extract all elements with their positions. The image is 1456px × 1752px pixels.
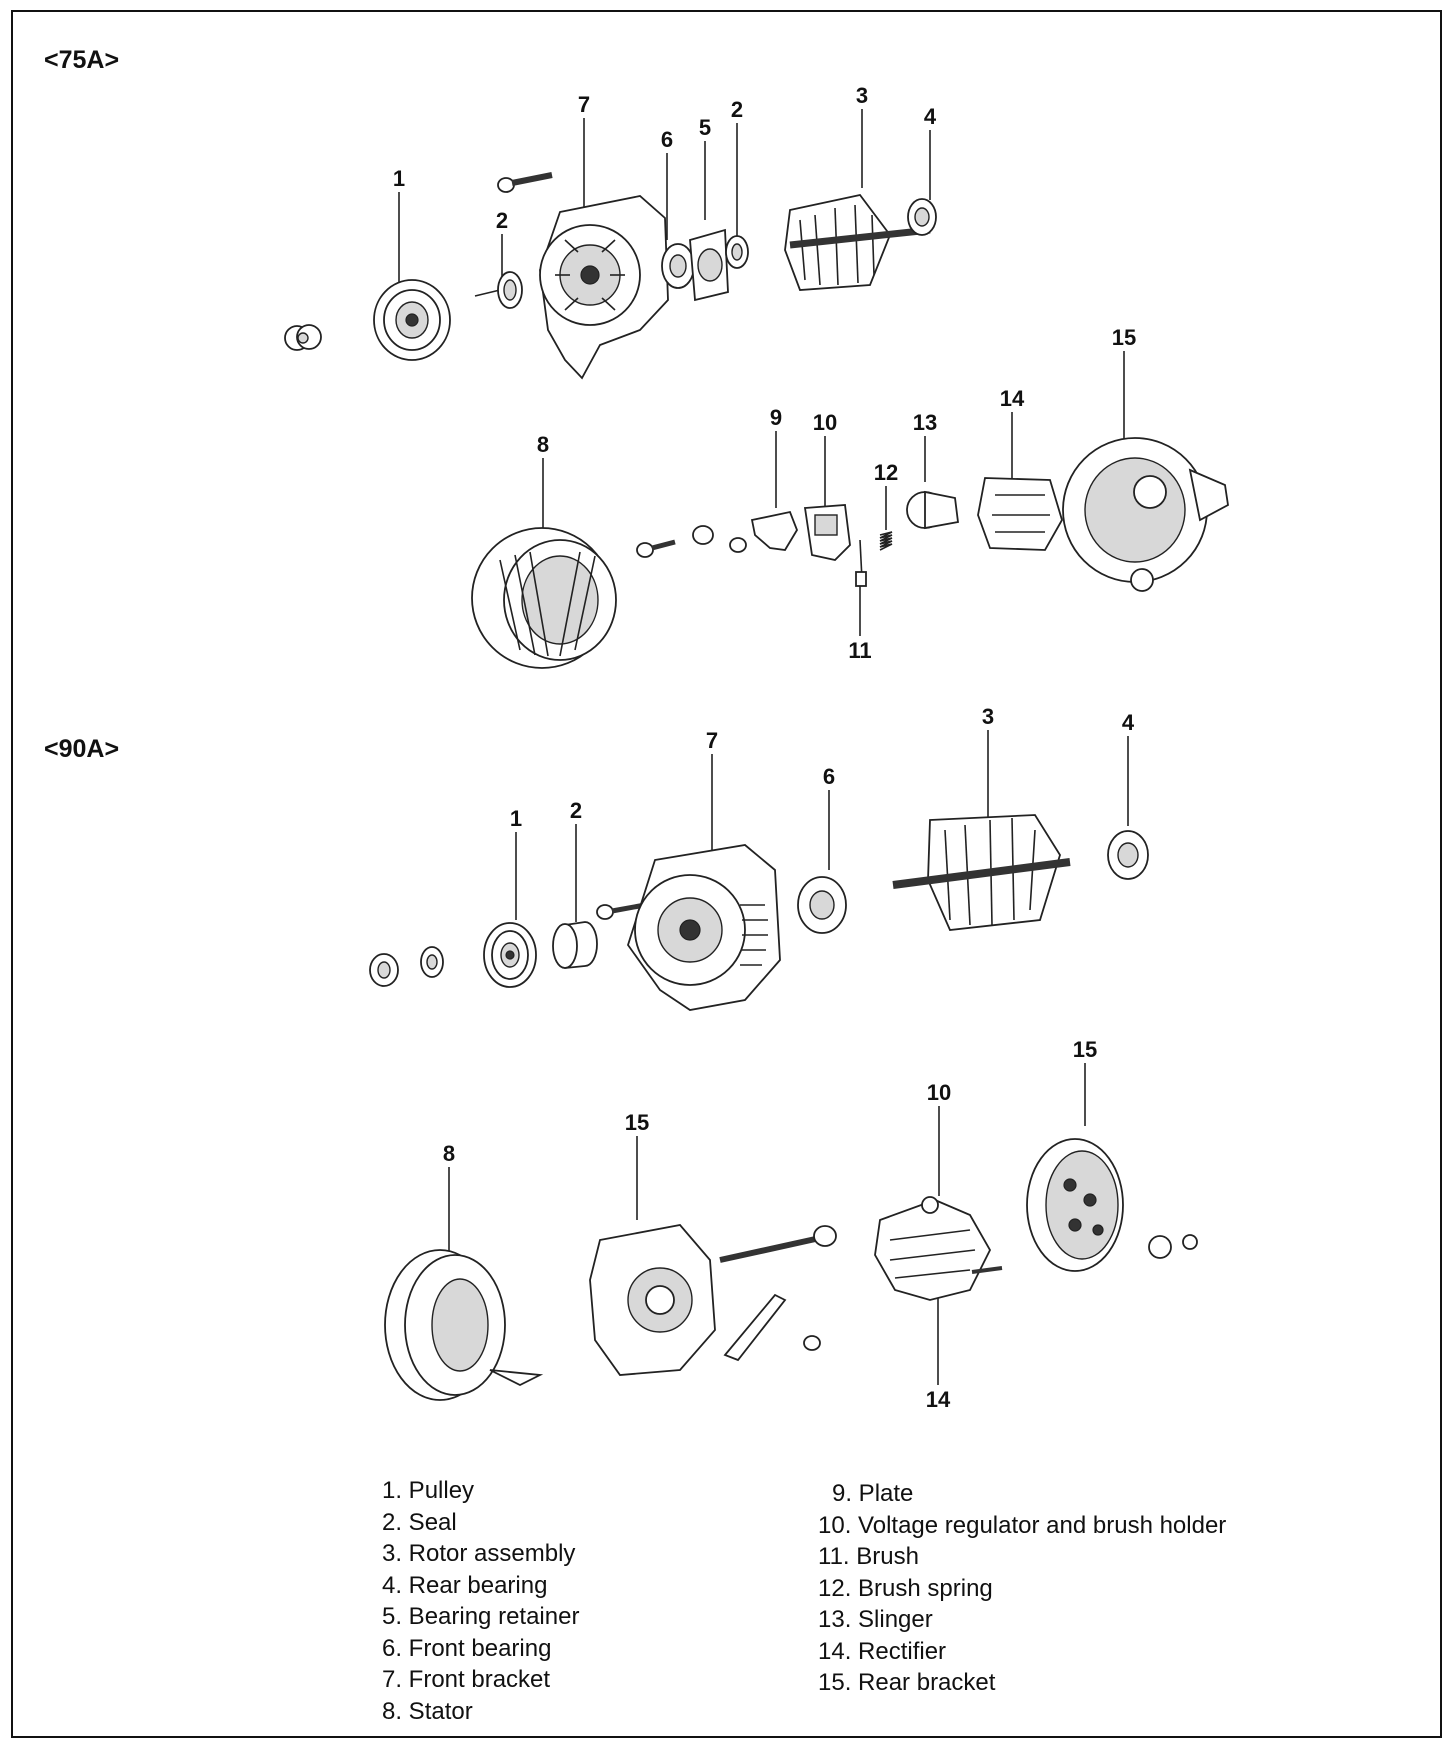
legend-item-9: 9. Plate	[832, 1480, 914, 1507]
section-title-75a: <75A>	[44, 46, 119, 74]
callout-90a-8: 8	[443, 1141, 455, 1166]
bolt-75a	[497, 172, 553, 193]
callout-90a-14: 14	[926, 1387, 951, 1412]
leader-lines-75a	[398, 109, 1125, 636]
legend-item-14: 14. Rectifier	[818, 1637, 947, 1665]
rear-bracket-90a-a	[589, 1224, 837, 1376]
legend-right: 9. Plate 10. Voltage regulator and brush…	[818, 1478, 1226, 1699]
legend-item-13: 13. Slinger	[818, 1606, 933, 1633]
brush-spring-75a	[879, 531, 893, 551]
callout-75a-3: 3	[856, 83, 868, 108]
callout-90a-7: 7	[706, 728, 718, 753]
callout-90a-10: 10	[927, 1080, 951, 1105]
front-bracket-75a	[539, 195, 669, 380]
plate-75a	[750, 510, 798, 551]
rectifier-75a	[977, 477, 1063, 551]
rotor-75a	[784, 193, 937, 291]
stator-90a	[384, 1249, 544, 1401]
callout-90a-6: 6	[823, 764, 835, 789]
legend-item-3: 3. Rotor assembly	[382, 1540, 576, 1567]
section-title-90a: <90A>	[44, 735, 119, 763]
figure-border	[11, 10, 1442, 1738]
legend-item-1: 1. Pulley	[382, 1477, 475, 1504]
callout-75a-13: 13	[913, 410, 937, 435]
front-bearing-90a	[797, 876, 847, 934]
callout-75a-10: 10	[813, 410, 837, 435]
legend-item-11: 11. Brush	[818, 1543, 919, 1570]
callout-75a-8: 8	[537, 432, 549, 457]
slinger-75a	[906, 490, 959, 530]
snap-ring-75a	[284, 324, 322, 351]
legend-item-7: 7. Front bracket	[382, 1666, 551, 1693]
rear-bearing-90a	[1107, 830, 1149, 880]
legend-item-4: 4. Rear bearing	[382, 1571, 548, 1599]
front-bracket-90a	[627, 844, 781, 1011]
legend-left: 1. Pulley 2. Seal 3. Rotor assembly 4. R…	[382, 1475, 579, 1727]
rectifier-90a	[874, 1196, 1003, 1301]
callout-75a-11: 11	[848, 638, 871, 663]
legend-item-5: 5. Bearing retainer	[382, 1603, 580, 1630]
callout-90a-2: 2	[570, 798, 582, 823]
rear-bracket-90a-b	[1026, 1138, 1198, 1272]
callout-75a-14: 14	[1000, 386, 1025, 411]
callout-75a-2b: 2	[731, 97, 743, 122]
pulley-75a	[373, 279, 451, 361]
regulator-75a	[803, 504, 851, 561]
callout-90a-15a: 15	[625, 1110, 649, 1135]
callout-90a-3: 3	[982, 704, 994, 729]
stator-75a	[471, 527, 617, 669]
legend-item-15: 15. Rear bracket	[818, 1669, 996, 1696]
callout-75a-7: 7	[578, 92, 590, 117]
callout-90a-4: 4	[1122, 710, 1135, 735]
seal-75a	[474, 271, 523, 309]
callout-75a-4: 4	[924, 104, 937, 129]
leader-lines-90a	[448, 730, 1129, 1385]
legend-item-8: 8. Stator	[382, 1697, 473, 1725]
pulley-90a	[483, 922, 537, 988]
rotor-90a	[892, 814, 1071, 931]
callout-75a-6: 6	[661, 127, 673, 152]
legend-item-2: 2. Seal	[382, 1508, 457, 1536]
callout-90a-1: 1	[510, 806, 522, 831]
callout-75a-12: 12	[874, 460, 898, 485]
legend-item-6: 6. Front bearing	[382, 1634, 552, 1662]
washer-90a	[420, 946, 444, 978]
front-bearing-75a	[661, 243, 695, 289]
callout-75a-9: 9	[770, 405, 782, 430]
legend-item-12: 12. Brush spring	[818, 1574, 993, 1602]
brush-75a	[855, 539, 867, 587]
rear-bracket-75a	[1062, 437, 1229, 592]
nut-90a	[369, 953, 399, 987]
seal-75a-b	[725, 235, 749, 269]
callout-75a-1: 1	[393, 166, 405, 191]
seal-90a	[552, 921, 598, 969]
callout-75a-2a: 2	[496, 208, 508, 233]
legend-item-10: 10. Voltage regulator and brush holder	[818, 1511, 1227, 1539]
screws-75a	[636, 525, 747, 558]
callout-75a-15: 15	[1112, 325, 1136, 350]
callout-90a-15b: 15	[1073, 1037, 1097, 1062]
bearing-retainer-75a	[689, 228, 729, 302]
callout-75a-5: 5	[699, 115, 711, 140]
